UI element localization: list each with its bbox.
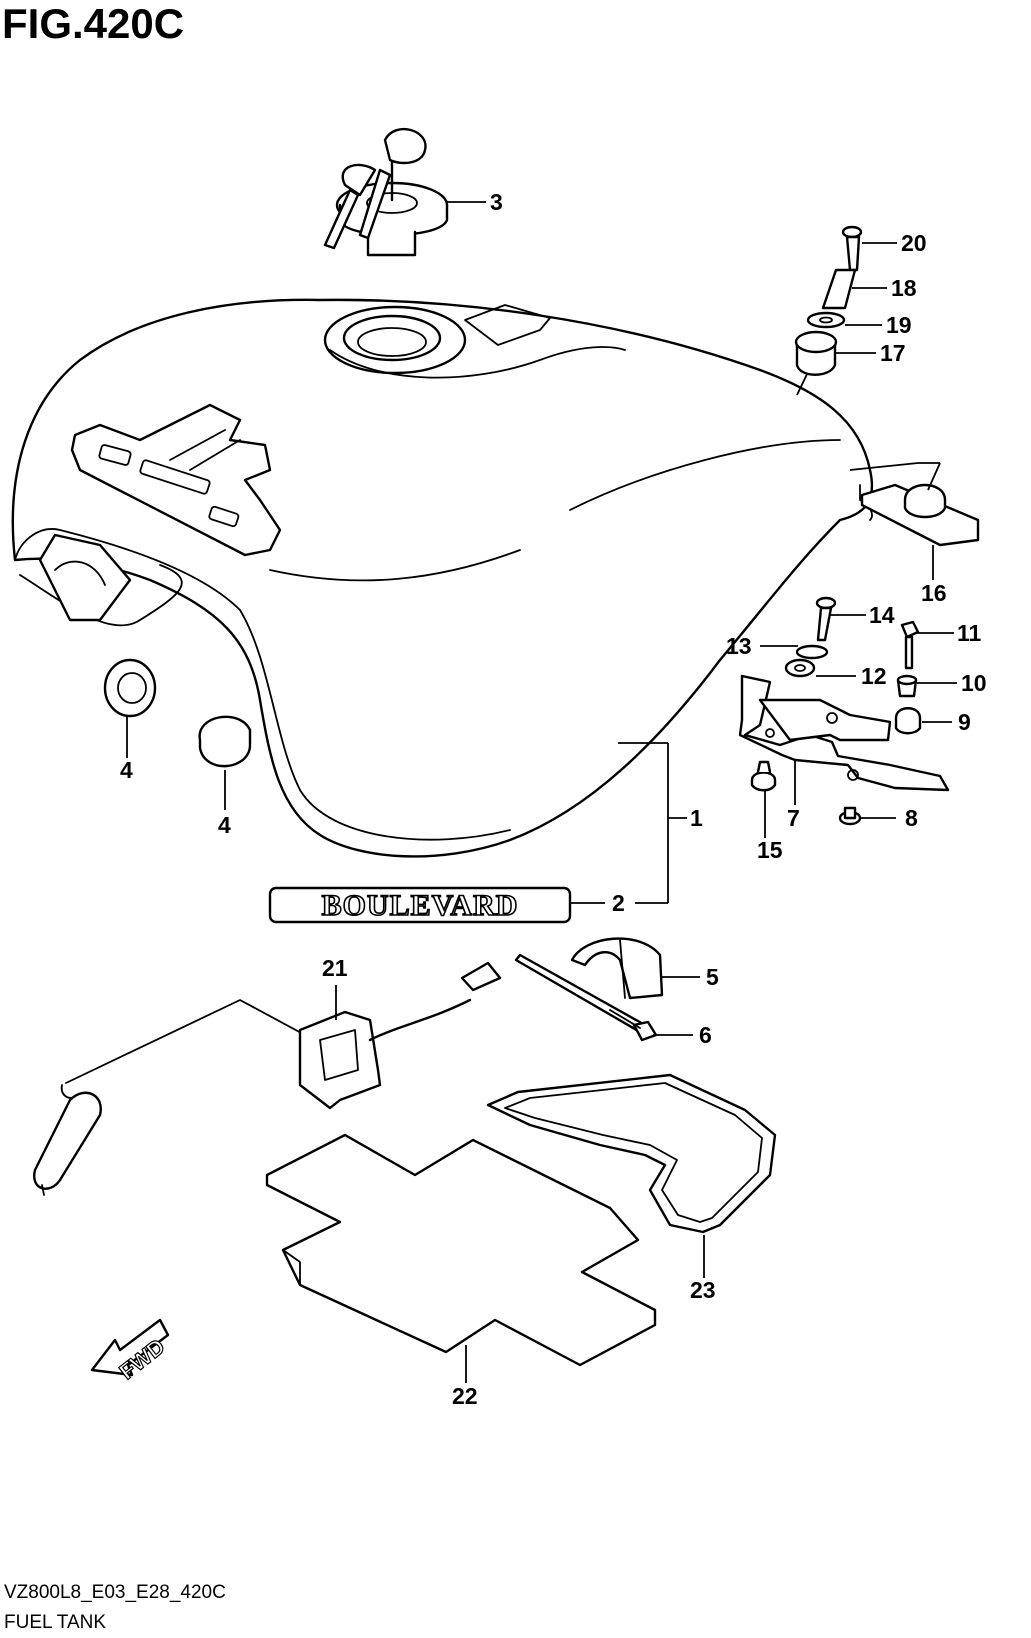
callout-8: 8 <box>905 805 918 831</box>
washer-part-19 <box>806 311 846 329</box>
callout-11: 11 <box>957 620 982 646</box>
callout-labels: 1 2 3 4 4 5 6 7 8 9 10 11 12 13 14 15 16… <box>120 189 987 1409</box>
forward-direction-arrow: FWD <box>90 1318 170 1385</box>
rubber-cushion-part-4a <box>103 658 157 718</box>
collar-part-10 <box>896 674 918 698</box>
rubber-cushion-part-4b <box>198 715 252 768</box>
leader-lines <box>126 201 957 1383</box>
mount-rubber-part-16 <box>849 462 980 547</box>
bolt-part-20 <box>841 225 863 272</box>
collar-part-18 <box>821 268 857 310</box>
callout-23: 23 <box>690 1277 716 1303</box>
grommet-part-9 <box>894 707 922 735</box>
callout-4a: 4 <box>120 757 133 783</box>
callout-22: 22 <box>452 1383 478 1409</box>
section-name: FUEL TANK <box>4 1612 106 1633</box>
fuel-level-gauge-part-21 <box>33 961 502 1196</box>
callout-18: 18 <box>891 275 917 301</box>
figure-title: FIG.420C <box>2 0 184 47</box>
callout-17: 17 <box>880 340 906 366</box>
model-code: VZ800L8_E03_E28_420C <box>4 1582 226 1603</box>
callout-2: 2 <box>612 890 625 916</box>
bolt-part-11 <box>900 620 920 670</box>
protector-part-5 <box>570 937 664 1000</box>
callout-9: 9 <box>958 709 971 735</box>
cushion-part-17 <box>794 330 838 376</box>
fuel-cap-part-3 <box>323 128 449 257</box>
emblem-text: BOULEVARD <box>322 889 519 922</box>
seal-part-23 <box>486 1073 777 1234</box>
callout-7: 7 <box>787 805 800 831</box>
heat-insulator-part-22 <box>265 1133 657 1367</box>
bracket-part-7 <box>738 674 950 792</box>
washer-part-13 <box>795 644 829 660</box>
callout-3: 3 <box>490 189 503 215</box>
boulevard-emblem-part-2: BOULEVARD <box>268 886 572 924</box>
callout-16: 16 <box>921 580 947 606</box>
callout-1: 1 <box>690 805 703 831</box>
callout-10: 10 <box>961 670 987 696</box>
nut-part-15 <box>750 760 777 792</box>
callout-6: 6 <box>699 1022 712 1048</box>
cushion-part-12 <box>784 658 816 678</box>
callout-19: 19 <box>886 312 912 338</box>
callout-5: 5 <box>706 964 719 990</box>
fuel-tank-part-1 <box>11 298 873 858</box>
callout-4b: 4 <box>218 812 231 838</box>
bolt-part-8 <box>838 806 862 826</box>
bolt-part-14 <box>815 596 837 642</box>
callout-12: 12 <box>861 663 887 689</box>
callout-21: 21 <box>322 955 348 981</box>
callout-20: 20 <box>901 230 927 256</box>
callout-14: 14 <box>869 602 895 628</box>
callout-13: 13 <box>726 633 752 659</box>
callout-15: 15 <box>757 837 783 863</box>
